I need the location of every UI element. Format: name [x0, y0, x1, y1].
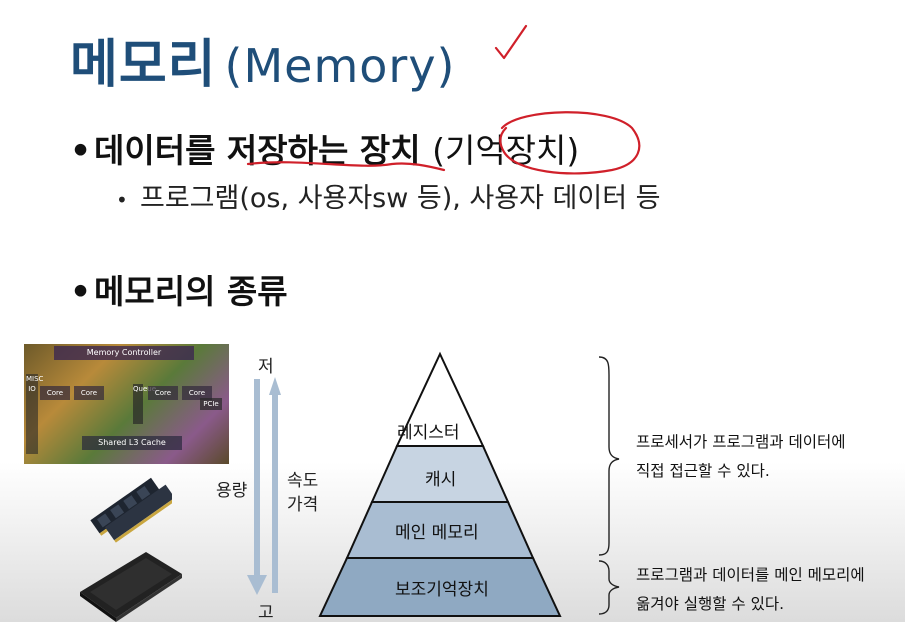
bullet-memory-types: •메모리의 종류: [70, 265, 288, 313]
chip-shared-cache-label: Shared L3 Cache: [82, 436, 182, 450]
bullet1-text: 데이터를 저장하는 장치: [94, 131, 421, 170]
chip-core-label: Core: [74, 386, 104, 400]
brace-icons: [598, 356, 620, 615]
sub-bullet-text: 프로그램(os, 사용자sw 등), 사용자 데이터 등: [140, 183, 661, 214]
pyramid-label-register: 레지스터: [397, 423, 460, 443]
chip-pcie-label: PCIe: [200, 398, 222, 410]
bullet1-paren: (기억장치): [432, 131, 580, 170]
bullet-storage-device: •데이터를 저장하는 장치 (기억장치): [70, 124, 579, 172]
sub-bullet-examples: • 프로그램(os, 사용자sw 등), 사용자 데이터 등: [116, 176, 660, 215]
speed-up-arrow-icon: [269, 377, 281, 593]
lower-brace-icon: [598, 560, 620, 615]
description-upper-line: 직접 접근할 수 있다.: [636, 462, 770, 480]
check-mark-icon: [494, 24, 528, 60]
pyramid-level-secondary-storage: [318, 557, 562, 617]
ram-module-image: [90, 477, 172, 543]
memory-hierarchy-pyramid: [318, 351, 562, 617]
scale-top-label: 저: [258, 357, 274, 377]
title-main: 메모리: [70, 35, 217, 95]
description-lower: 프로그램과 데이터를 메인 메모리에 옮겨야 실행할 수 있다.: [636, 561, 865, 619]
chip-queue-label: Queue: [133, 384, 156, 424]
cpu-die-image: Memory Controller MISC IO Core Core Queu…: [24, 344, 229, 464]
scale-bottom-label: 고: [258, 603, 274, 623]
description-lower-line: 프로그램과 데이터를 메인 메모리에: [636, 566, 865, 584]
pyramid-label-secondary-storage: 보조기억장치: [395, 580, 489, 600]
title-sub: (Memory): [224, 39, 456, 93]
speed-label: 속도: [287, 471, 319, 491]
page-title: 메모리(Memory): [70, 22, 456, 97]
scale-arrows: [247, 377, 281, 595]
pyramid-label-cache: 캐시: [425, 470, 457, 490]
chip-misc-io-label: MISC IO: [26, 374, 43, 454]
description-upper: 프로세서가 프로그램과 데이터에 직접 접근할 수 있다.: [636, 428, 846, 486]
pyramid-label-main-memory: 메인 메모리: [395, 523, 479, 543]
upper-brace-icon: [598, 356, 620, 556]
bullet-dot: •: [70, 131, 92, 170]
bullet-dot: •: [116, 187, 128, 212]
chip-core-label: Core: [148, 386, 178, 400]
description-upper-line: 프로세서가 프로그램과 데이터에: [636, 433, 846, 451]
bullet2-text: 메모리의 종류: [94, 272, 288, 311]
chip-memory-controller-label: Memory Controller: [54, 346, 194, 360]
price-label: 가격: [287, 495, 319, 515]
capacity-label: 용량: [216, 481, 248, 501]
chip-core-label: Core: [182, 386, 212, 400]
chip-core-label: Core: [40, 386, 70, 400]
description-lower-line: 옮겨야 실행할 수 있다.: [636, 595, 785, 613]
bullet-dot: •: [70, 272, 92, 311]
capacity-down-arrow-icon: [247, 379, 267, 595]
ssd-drive-image: [80, 552, 182, 622]
